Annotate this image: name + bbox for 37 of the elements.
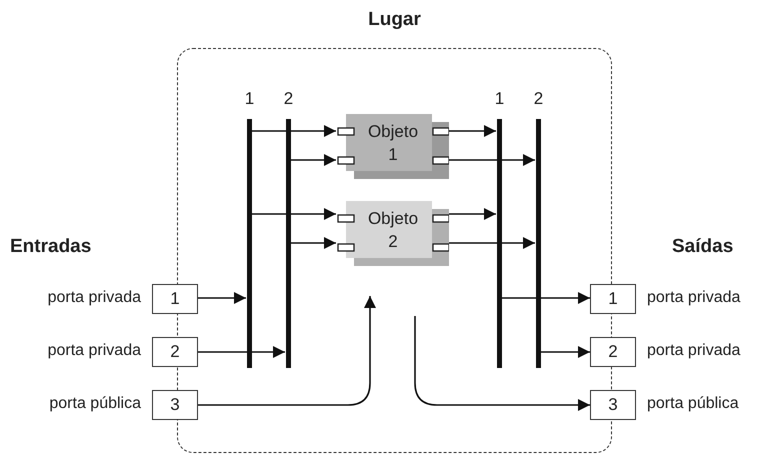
bar-number: 1 bbox=[494, 89, 506, 109]
arrow bbox=[540, 346, 590, 358]
arrow bbox=[448, 154, 535, 166]
arrow bbox=[198, 292, 246, 304]
place-title: Lugar bbox=[367, 9, 422, 31]
arrow bbox=[198, 296, 376, 406]
bar-number: 2 bbox=[282, 89, 294, 109]
arrow bbox=[501, 292, 590, 304]
arrow bbox=[414, 316, 590, 411]
object-label: Objeto 2 bbox=[366, 208, 420, 253]
arrow bbox=[290, 237, 336, 249]
port-number: 1 bbox=[607, 289, 619, 309]
group-heading: Saídas bbox=[672, 236, 734, 258]
object-label: Objeto 1 bbox=[366, 121, 420, 166]
arrow bbox=[251, 208, 336, 220]
port-caption: porta pública bbox=[647, 395, 739, 413]
arrow bbox=[290, 154, 336, 166]
port-number: 1 bbox=[169, 289, 181, 309]
object-box bbox=[337, 201, 449, 266]
port-caption: porta pública bbox=[49, 395, 141, 413]
port-caption: porta privada bbox=[48, 289, 141, 307]
arrow bbox=[251, 125, 336, 137]
group-heading: Entradas bbox=[10, 236, 92, 258]
bar-number: 2 bbox=[532, 89, 544, 109]
port-number: 2 bbox=[607, 342, 619, 362]
arrow bbox=[198, 346, 285, 358]
port-caption: porta privada bbox=[48, 342, 141, 360]
arrow bbox=[448, 237, 535, 249]
port-number: 2 bbox=[169, 342, 181, 362]
arrow bbox=[448, 208, 496, 220]
port-number: 3 bbox=[607, 395, 619, 415]
port-caption: porta privada bbox=[647, 342, 740, 360]
bar-number: 1 bbox=[244, 89, 256, 109]
object-box bbox=[337, 114, 449, 179]
port-number: 3 bbox=[169, 395, 181, 415]
arrow bbox=[448, 125, 496, 137]
port-caption: porta privada bbox=[647, 289, 740, 307]
